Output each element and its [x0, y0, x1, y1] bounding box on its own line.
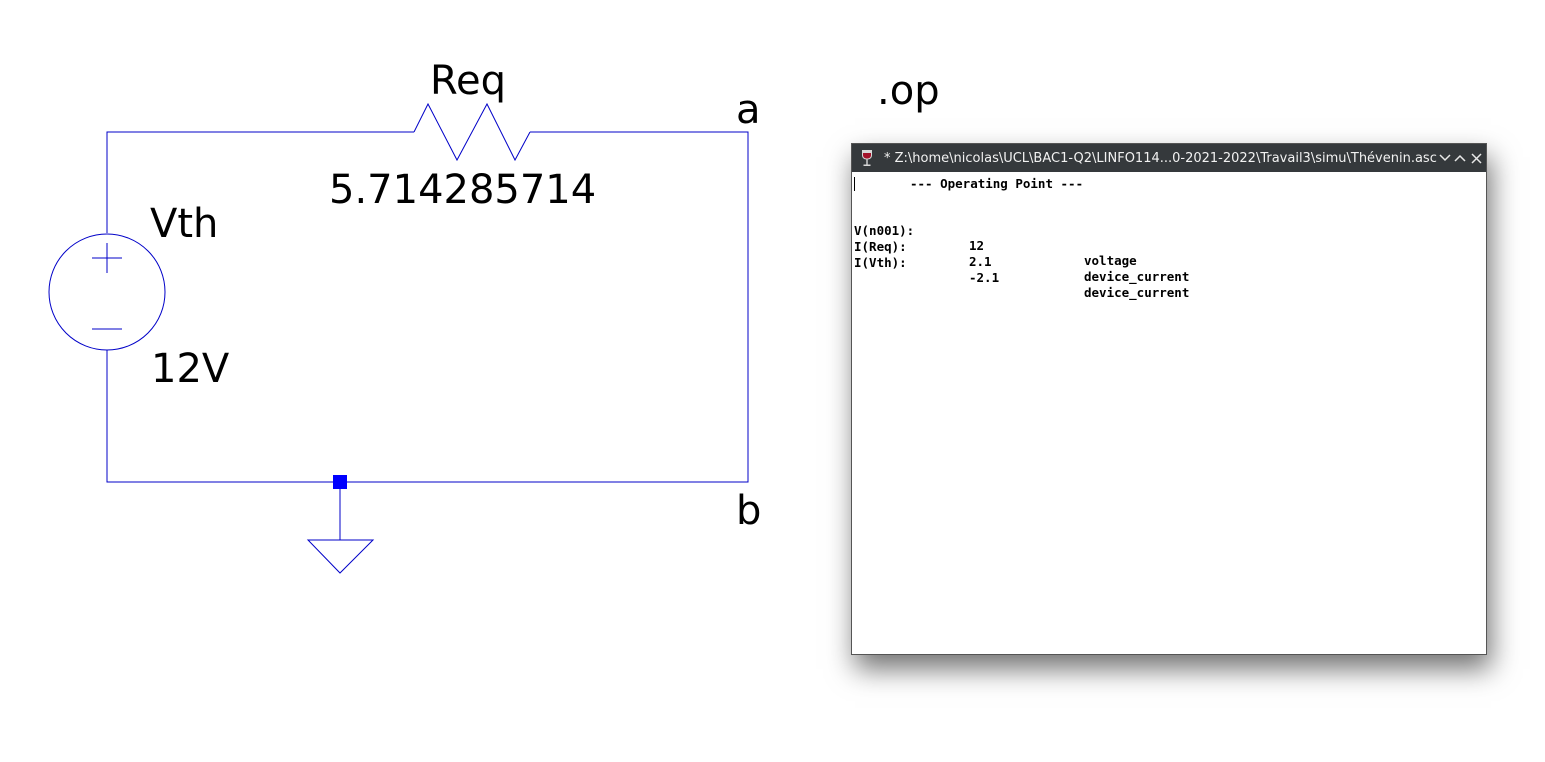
op-row: V(n001): 12 voltage: [854, 208, 1137, 268]
maximize-button[interactable]: [1453, 146, 1469, 170]
op-row-type: device_current: [1084, 285, 1190, 300]
operating-point-text-area[interactable]: --- Operating Point --- V(n001): 12 volt…: [852, 172, 1486, 654]
source-name-label[interactable]: Vth: [150, 201, 218, 247]
op-row: I(Vth): -2.1 device_current: [854, 240, 1189, 300]
op-row-name: I(Vth):: [854, 255, 907, 270]
circuit-wires: [106, 131, 749, 540]
wire-right: [106, 131, 749, 483]
window-titlebar[interactable]: * Z:\home\nicolas\UCL\BAC1-Q2\LINFO114..…: [852, 144, 1486, 172]
chevron-down-icon: [1439, 154, 1451, 162]
op-row-value: -2.1: [969, 270, 1000, 285]
window-title: * Z:\home\nicolas\UCL\BAC1-Q2\LINFO114..…: [884, 150, 1437, 166]
wine-glass-icon: [860, 149, 874, 167]
op-row-name: I(Req):: [854, 239, 907, 254]
voltage-source-symbol[interactable]: [48, 233, 166, 351]
close-icon: [1471, 152, 1482, 164]
junction-dot: [333, 475, 347, 489]
op-directive-label[interactable]: .op: [877, 68, 940, 114]
operating-point-window[interactable]: * Z:\home\nicolas\UCL\BAC1-Q2\LINFO114..…: [851, 143, 1487, 655]
chevron-up-icon: [1454, 154, 1466, 162]
op-row-value: 2.1: [969, 254, 992, 269]
op-row-name: V(n001):: [854, 223, 915, 238]
text-caret: [854, 177, 855, 191]
ground-symbol[interactable]: [306, 539, 375, 574]
resistor-name-label[interactable]: Req: [430, 58, 506, 104]
op-row-type: device_current: [1084, 269, 1190, 284]
op-row-value: 12: [969, 238, 985, 253]
node-b-label[interactable]: b: [736, 488, 761, 534]
op-row-type: voltage: [1084, 253, 1137, 268]
resistor-symbol[interactable]: [413, 102, 531, 162]
operating-point-header: --- Operating Point ---: [910, 176, 1084, 191]
minimize-button[interactable]: [1437, 146, 1453, 170]
close-button[interactable]: [1468, 146, 1484, 170]
wire-left-top: [106, 131, 414, 233]
node-a-label[interactable]: a: [736, 87, 761, 133]
resistor-value-label[interactable]: 5.714285714: [329, 167, 596, 213]
source-value-label[interactable]: 12V: [151, 346, 230, 392]
op-row: I(Req): 2.1 device_current: [854, 224, 1189, 284]
